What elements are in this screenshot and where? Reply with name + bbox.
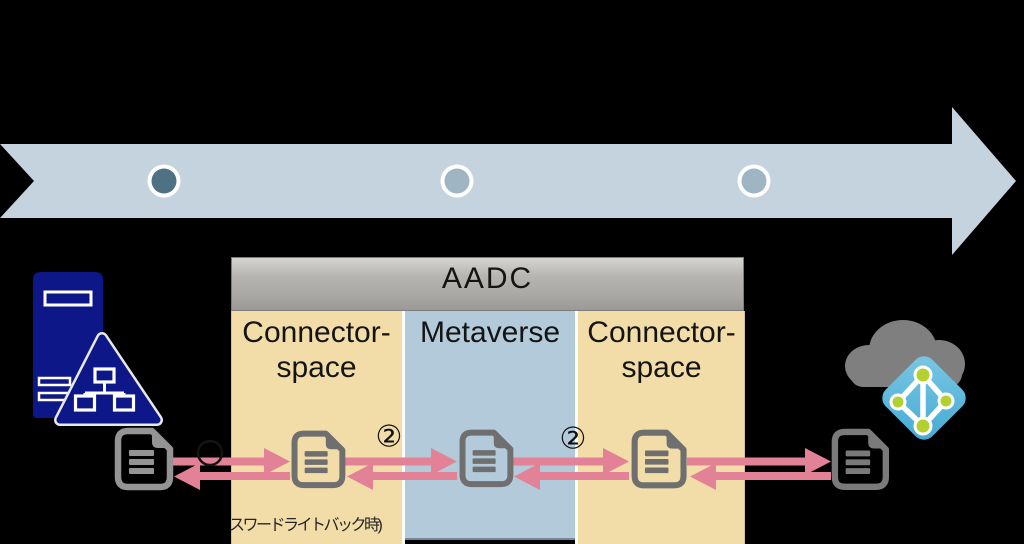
milestone-dot-2	[440, 164, 474, 198]
aadc-title: AADC	[441, 262, 534, 295]
sync-arrow-left-4	[690, 463, 831, 490]
column-separator	[402, 311, 405, 544]
milestone-dot-1	[147, 164, 181, 198]
column-metaverse	[405, 311, 575, 540]
doc-icon-cloud	[835, 430, 887, 487]
label-line: Connector-	[587, 316, 736, 349]
step-1-badge-arc	[196, 439, 224, 467]
doc-icon-onprem	[118, 429, 171, 487]
column-separator	[575, 311, 578, 544]
doc-icon-metaverse	[463, 431, 512, 484]
active-directory-triangle-icon	[54, 332, 163, 426]
label-line: space	[276, 351, 357, 384]
sync-arrow-right-4	[687, 448, 831, 475]
aadc-header-bar	[231, 257, 744, 311]
server-slot	[43, 290, 93, 307]
sync-arrow-right-1	[172, 448, 290, 475]
sync-arrow-left-1	[174, 463, 290, 490]
doc-icon-connector-space-right	[635, 431, 685, 486]
timeline-arrow-band	[0, 107, 1016, 255]
sync-arrow-left-3	[514, 463, 629, 490]
azure-ad-cloud-icon	[845, 320, 966, 440]
sync-arrows	[172, 448, 831, 490]
doc-icon-connector-space-left	[295, 432, 344, 485]
sync-arrow-right-2	[344, 448, 457, 475]
label-metaverse: Metaverse	[405, 315, 575, 350]
password-writeback-note: スワードライトバック時)	[229, 517, 383, 534]
column-connector-space-right	[578, 311, 745, 544]
server-ad-icon	[33, 272, 163, 426]
label-connector-space-left: Connector- space	[231, 315, 402, 385]
label-connector-space-right: Connector- space	[578, 315, 745, 385]
label-line: Metaverse	[419, 316, 561, 349]
milestone-dot-3	[737, 164, 771, 198]
sync-arrow-right-3	[513, 448, 629, 475]
step-2-badge-right: ②	[559, 422, 587, 456]
sync-arrow-left-2	[347, 463, 457, 490]
label-line: space	[621, 351, 702, 384]
azure-ad-diamond-icon	[882, 356, 966, 440]
label-line: Connector-	[242, 316, 391, 349]
column-connector-space-left	[231, 311, 402, 544]
step-2-badge-left: ②	[375, 420, 403, 454]
